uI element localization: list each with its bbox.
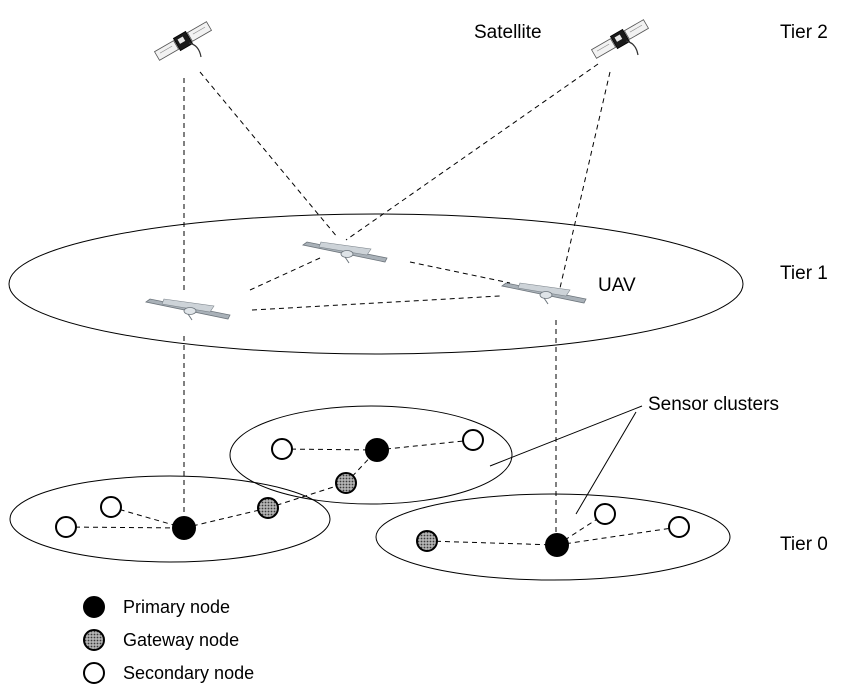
uav-left-icon — [145, 298, 231, 321]
secondary-node — [462, 429, 484, 451]
legend-secondary-label: Secondary node — [123, 663, 254, 683]
secondary-node — [55, 516, 77, 538]
legend-item-primary: Primary node — [83, 596, 230, 618]
satellite-links — [183, 63, 611, 292]
primary-node — [172, 516, 196, 540]
uav-right-icon — [501, 282, 587, 305]
cluster-right — [375, 493, 731, 581]
sensor-cluster-regions — [9, 405, 731, 581]
legend-secondary-node-icon — [83, 662, 105, 684]
legend-gateway-node-icon — [83, 629, 105, 651]
secondary-node — [271, 438, 293, 460]
cluster-left — [9, 475, 331, 563]
legend-item-gateway: Gateway node — [83, 629, 239, 651]
primary-node — [545, 533, 569, 557]
legend-primary-label: Primary node — [123, 597, 230, 617]
cluster-top — [229, 405, 513, 505]
primary-node — [365, 438, 389, 462]
tier-1-label: Tier 1 — [780, 263, 828, 284]
secondary-node — [594, 503, 616, 525]
tier-0-label: Tier 0 — [780, 534, 828, 555]
uav-ground-links — [183, 320, 557, 534]
gateway-node — [335, 472, 357, 494]
sensor-clusters-label: Sensor clusters — [648, 394, 779, 415]
satellite-right-icon — [590, 19, 650, 59]
gateway-node — [416, 530, 438, 552]
gateway-node — [257, 497, 279, 519]
satellite-left-icon — [153, 21, 213, 61]
sensor-cluster-pointers — [489, 405, 643, 515]
sensor-nodes — [55, 429, 690, 557]
secondary-node — [100, 496, 122, 518]
legend: Primary node Gateway node Secondary node — [83, 596, 254, 684]
uav-label: UAV — [598, 275, 636, 296]
legend-primary-node-icon — [83, 596, 105, 618]
legend-item-secondary: Secondary node — [83, 662, 254, 684]
legend-gateway-label: Gateway node — [123, 630, 239, 650]
tier-2-label: Tier 2 — [780, 22, 828, 43]
secondary-node — [668, 516, 690, 538]
tier1-uav-region — [8, 213, 744, 355]
satellite-label: Satellite — [474, 22, 542, 43]
uav-links — [249, 257, 511, 311]
